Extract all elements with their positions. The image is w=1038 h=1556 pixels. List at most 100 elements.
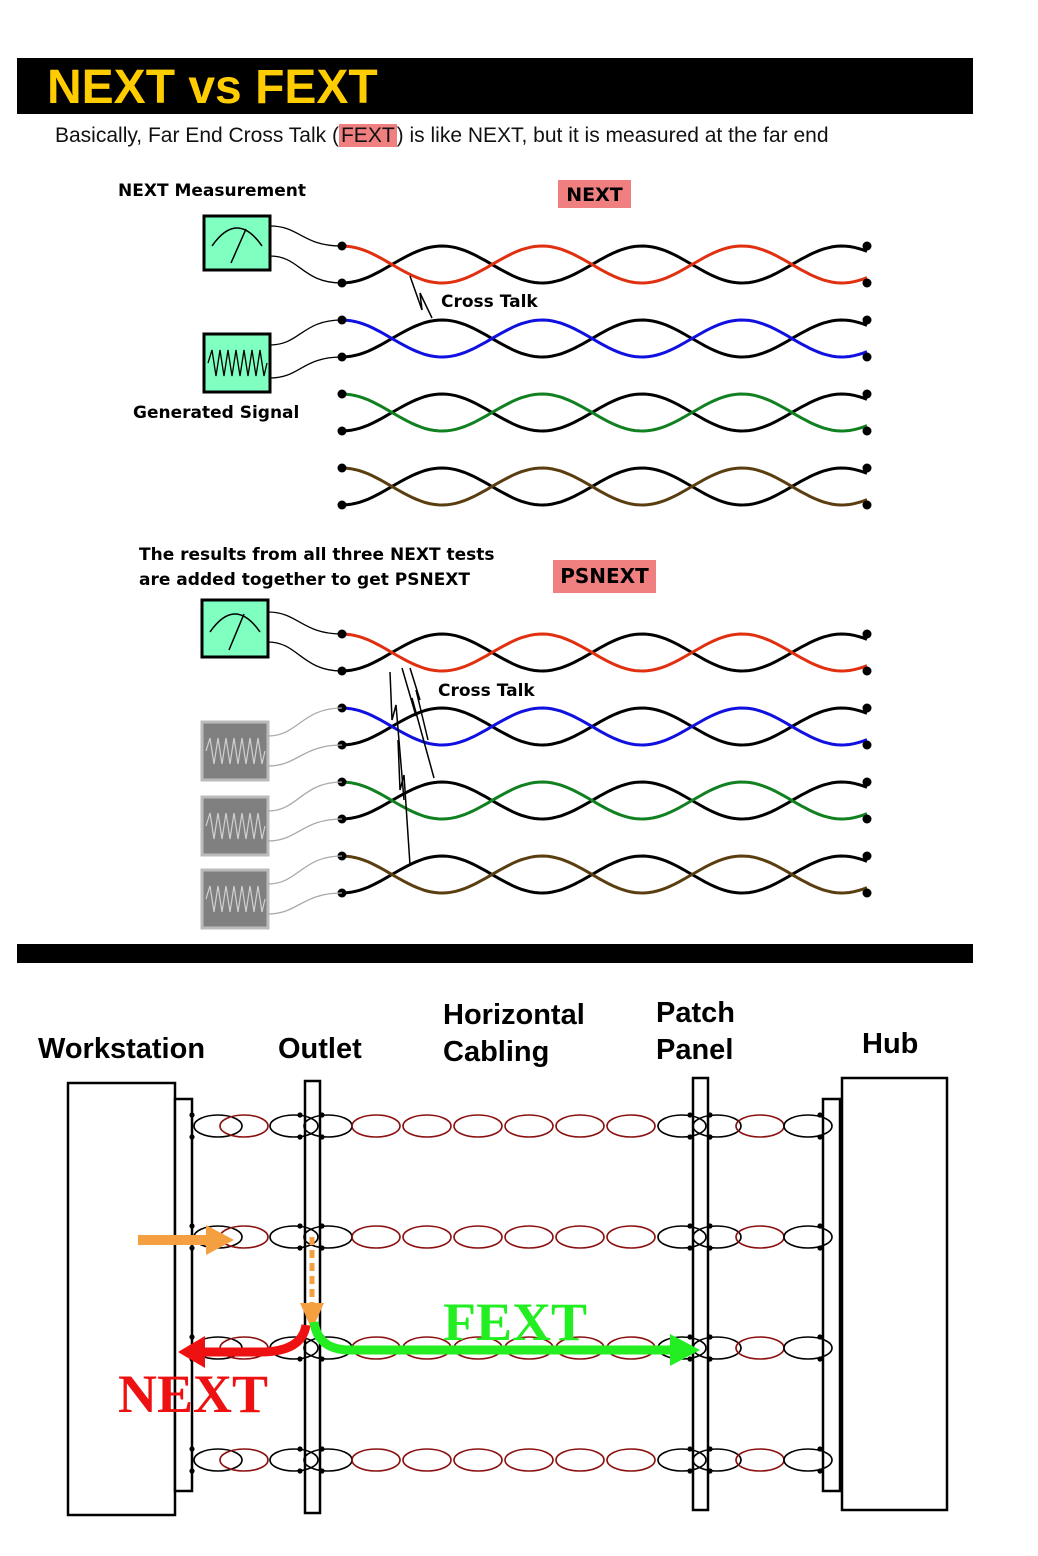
- lead-wire: [269, 319, 343, 346]
- terminal-dot: [862, 851, 872, 861]
- disturber-generator-icon: [200, 795, 270, 857]
- twisted-wire-colored: [341, 632, 868, 673]
- terminal-dot: [862, 814, 872, 824]
- cable-loop: [555, 1448, 605, 1472]
- cable-loop: [193, 1448, 243, 1472]
- lead-wire: [269, 255, 343, 284]
- lead-wire: [267, 744, 343, 767]
- connector-pin: [707, 1334, 713, 1340]
- connector-pin: [189, 1468, 195, 1474]
- cable-loop: [657, 1114, 707, 1138]
- connector-pin: [687, 1356, 693, 1362]
- connector-pin: [319, 1446, 325, 1452]
- terminal-dot: [862, 352, 872, 362]
- workstation-connector: [173, 1097, 194, 1493]
- connector-pin: [189, 1446, 195, 1452]
- meter-icon: [200, 598, 270, 659]
- next-arrow: [178, 1323, 311, 1368]
- section-divider: [17, 944, 973, 963]
- patch-panel-label-line1: Patch: [656, 997, 735, 1029]
- next-badge: NEXT: [566, 184, 623, 206]
- connector-pin: [319, 1245, 325, 1251]
- twisted-wire-black: [341, 780, 868, 821]
- next-diagram: NEXT Measurement NEXT Generated Signal C…: [118, 180, 872, 510]
- terminal-dot: [862, 500, 872, 510]
- terminal-dot: [337, 463, 347, 473]
- twisted-wire-colored: [341, 706, 868, 747]
- terminal-dot: [862, 703, 872, 713]
- connector-pin: [707, 1356, 713, 1362]
- connector-pin: [817, 1446, 823, 1452]
- cable-loop: [402, 1448, 452, 1472]
- cable-loop: [269, 1225, 319, 1249]
- cable-loop: [351, 1225, 401, 1249]
- subtitle-text-after: ) is like NEXT, but it is measured at th…: [396, 124, 829, 147]
- cable-loop: [402, 1225, 452, 1249]
- connector-pin: [319, 1356, 325, 1362]
- connector-pin: [817, 1223, 823, 1229]
- cable-loop: [692, 1114, 742, 1138]
- crosstalk-bolt-icon: [409, 275, 433, 319]
- lead-wire: [267, 707, 343, 737]
- connector-pin: [297, 1134, 303, 1140]
- connector-pin: [687, 1446, 693, 1452]
- connector-pin: [817, 1468, 823, 1474]
- hub-label: Hub: [862, 1028, 918, 1060]
- cable-loop: [783, 1225, 833, 1249]
- psnext-diagram: The results from all three NEXT tests ar…: [139, 545, 872, 930]
- signal-generator-icon: [202, 332, 272, 394]
- connector-pin: [189, 1112, 195, 1118]
- connector-pin: [189, 1134, 195, 1140]
- cable-loop: [504, 1448, 554, 1472]
- cable-loop: [783, 1448, 833, 1472]
- twisted-wire-black: [341, 632, 868, 673]
- next-badge-bg: [558, 180, 631, 208]
- terminal-dot: [862, 426, 872, 436]
- subtitle-text-before: Basically, Far End Cross Talk (: [55, 124, 339, 147]
- cable-loop: [555, 1114, 605, 1138]
- outlet-label: Outlet: [278, 1033, 362, 1065]
- cable-loop: [735, 1448, 785, 1472]
- cable-loop: [606, 1225, 656, 1249]
- hub-box: [840, 1076, 949, 1512]
- twisted-wire-colored: [341, 780, 868, 821]
- patch-panel-label-line2: Panel: [656, 1034, 733, 1066]
- fext-label: FEXT: [443, 1292, 587, 1352]
- terminal-dot: [862, 888, 872, 898]
- connector-pin: [817, 1334, 823, 1340]
- disturber-generator-icon: [200, 720, 270, 782]
- workstation-box: [66, 1081, 177, 1517]
- next-measurement-label: NEXT Measurement: [118, 181, 306, 201]
- connector-pin: [817, 1245, 823, 1251]
- connector-pin: [189, 1334, 195, 1340]
- cable-loop: [193, 1114, 243, 1138]
- connector-pin: [687, 1112, 693, 1118]
- twisted-wire-black: [341, 466, 868, 507]
- patch-panel-bar: [691, 1076, 710, 1512]
- connector-pin: [687, 1468, 693, 1474]
- cable-loop: [606, 1114, 656, 1138]
- terminal-dot: [862, 389, 872, 399]
- lead-wire: [267, 611, 343, 635]
- lead-wire: [267, 855, 343, 885]
- psnext-badge-bg: [553, 560, 656, 593]
- connector-pin: [319, 1112, 325, 1118]
- connector-pin: [817, 1134, 823, 1140]
- terminal-dot: [337, 389, 347, 399]
- connector-pin: [297, 1112, 303, 1118]
- lead-wire: [267, 818, 343, 842]
- generated-signal-label: Generated Signal: [133, 403, 299, 423]
- twisted-wire-black: [341, 706, 868, 747]
- next-label: NEXT: [118, 1364, 268, 1424]
- terminal-dot: [862, 666, 872, 676]
- connector-pin: [817, 1112, 823, 1118]
- connector-pin: [319, 1134, 325, 1140]
- cable-loop: [657, 1225, 707, 1249]
- terminal-dot: [862, 278, 872, 288]
- subtitle: Basically, Far End Cross Talk (FEXT) is …: [55, 124, 829, 148]
- fext-arrow: [309, 1321, 700, 1366]
- cable-loop: [735, 1114, 785, 1138]
- cable-loop: [453, 1225, 503, 1249]
- psnext-note-line2: are added together to get PSNEXT: [139, 570, 470, 590]
